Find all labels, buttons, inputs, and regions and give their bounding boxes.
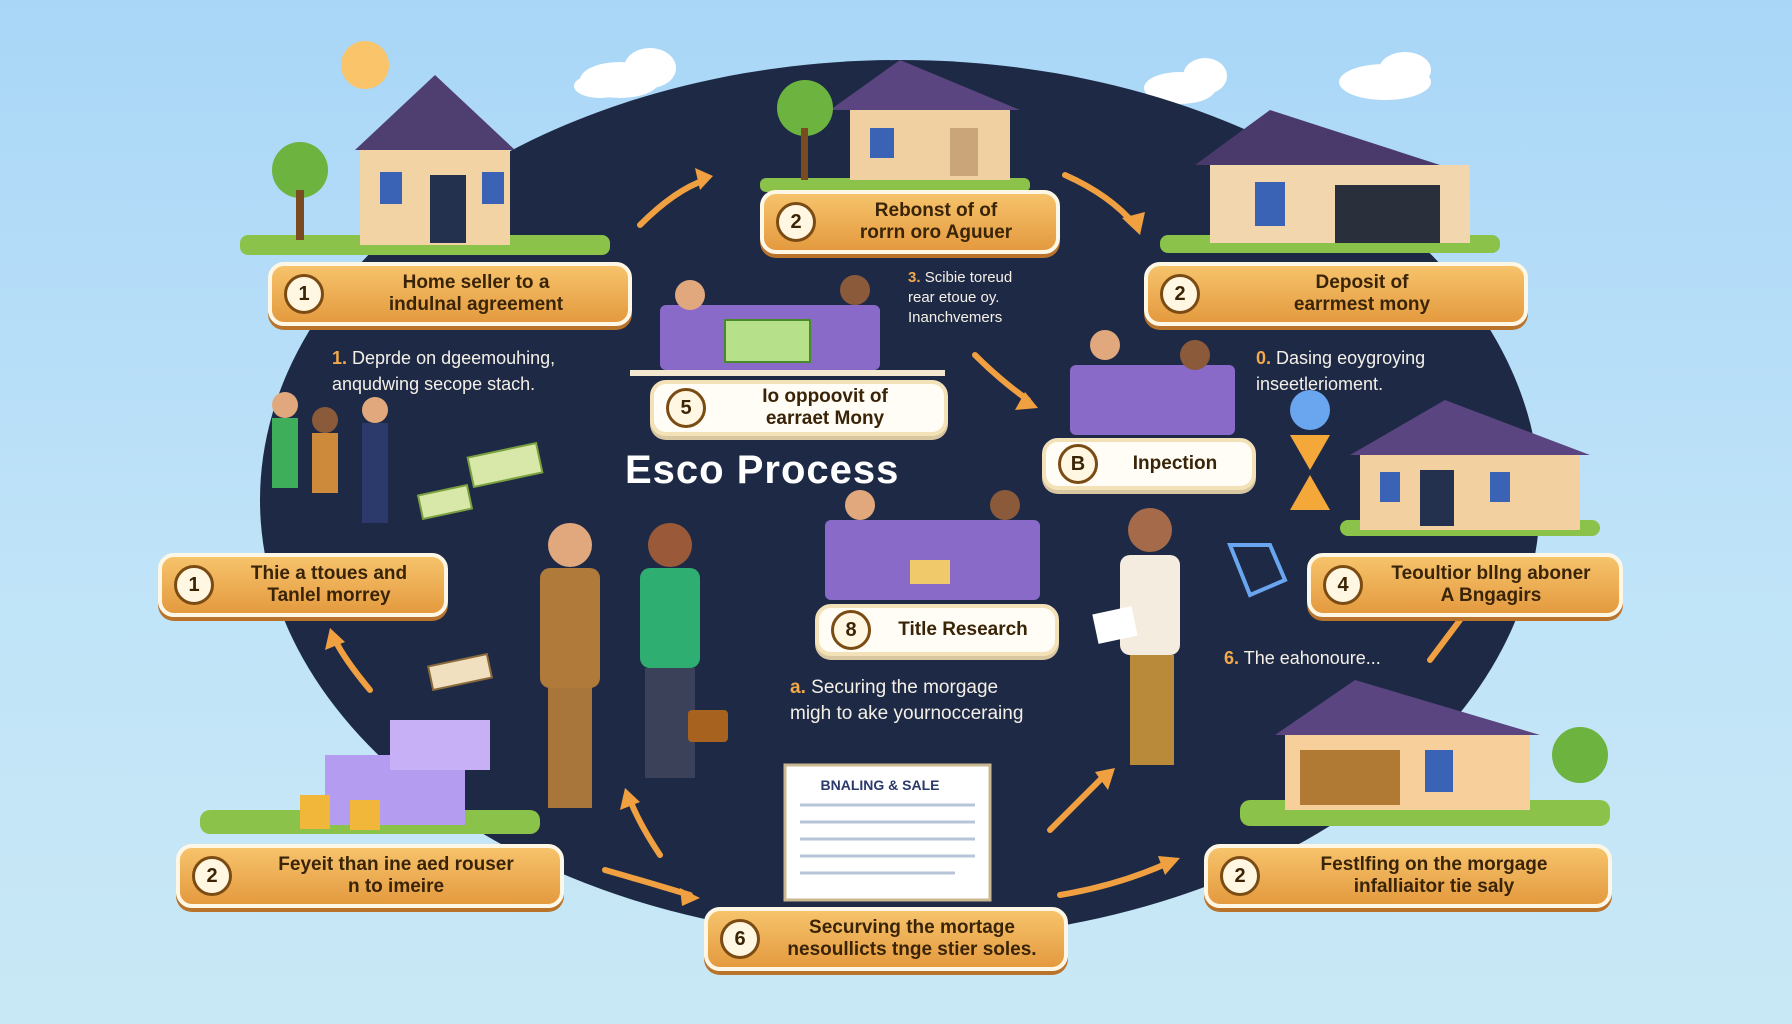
step-label: Securving the mortage — [809, 917, 1015, 938]
note-bullet: 0. — [1256, 348, 1272, 368]
document-title: BNALING & SALE — [820, 777, 940, 793]
package-box-icon — [300, 720, 490, 830]
note-text: Scibie toreud — [924, 269, 1013, 286]
note-bullet: 1. — [332, 348, 348, 368]
note-text: Inanchvemers — [908, 309, 1003, 326]
money-stack-icon — [416, 441, 544, 692]
step-label: Title Research — [898, 619, 1028, 640]
note-schedule: 3. Scibie toreud rear etoue oy. Inanchve… — [908, 268, 1012, 328]
step-number: B — [1058, 444, 1098, 484]
note-dasing: 0. Dasing eoygroying inseetlerioment. — [1256, 345, 1425, 397]
step-number: 2 — [776, 202, 816, 242]
step-label: Io oppoovit of — [762, 386, 888, 407]
step-label: Thie a ttoues and — [250, 563, 408, 584]
note-bullet: a. — [790, 677, 806, 698]
step-label: Festlfing on the morgage — [1320, 854, 1548, 875]
business-meeting-icon — [825, 490, 1040, 600]
step-number: 5 — [666, 388, 706, 428]
step-label: Tanlel morrey — [267, 585, 391, 606]
sun-icon — [341, 41, 389, 89]
step-label: Inpection — [1132, 453, 1218, 474]
hourglass-icon — [1227, 390, 1330, 598]
note-bullet: 6. — [1224, 648, 1240, 668]
house-icon — [272, 75, 515, 245]
note-enhancement: 6. The eahonoure... — [1224, 645, 1381, 671]
note-text: anqudwing secope stach. — [332, 374, 536, 394]
step-number: 2 — [1160, 274, 1200, 314]
woman-with-document-icon — [1092, 508, 1180, 765]
step-label: A Bngagirs — [1440, 585, 1542, 606]
note-depends: 1. Deprde on dgeemouhing, anqudwing seco… — [332, 345, 555, 397]
step-label: nesoullicts tnge stier soles. — [787, 939, 1037, 960]
family-people-icon — [272, 392, 388, 523]
step-number: 2 — [1220, 856, 1260, 896]
step-number: 6 — [720, 919, 760, 959]
step-box-title-research: 8 Title Research — [815, 604, 1059, 656]
note-bullet: 3. — [908, 269, 921, 286]
flow-arrows — [325, 168, 1463, 906]
note-text: Deprde on dgeemouhing, — [352, 348, 556, 368]
step-number: 4 — [1323, 565, 1363, 605]
step-label: Home seller to a — [402, 272, 550, 293]
house-icon — [1350, 400, 1590, 530]
step-label: rorrn oro Aguuer — [859, 222, 1013, 243]
business-meeting-icon — [630, 275, 945, 376]
cloud-icon — [1144, 52, 1431, 104]
step-label: earraet Mony — [765, 408, 885, 429]
cloud-icon — [574, 48, 676, 98]
note-securing: a. Securing the morgage migh to ake your… — [790, 675, 1023, 727]
step-label: earrmest mony — [1293, 294, 1431, 315]
step-number: 1 — [284, 274, 324, 314]
step-label: Teoultior bllng aboner — [1391, 563, 1591, 584]
note-text: The eahonoure... — [1243, 648, 1381, 668]
step-label: Deposit of — [1315, 272, 1409, 293]
step-label: n to imeire — [347, 876, 445, 897]
house-icon — [777, 60, 1020, 180]
step-label: Feyeit than ine aed rouser — [278, 854, 514, 875]
note-text: rear etoue oy. — [908, 289, 1000, 306]
document-icon — [783, 763, 992, 902]
note-text: migh to ake yournocceraing — [790, 703, 1024, 724]
step-number: 8 — [831, 610, 871, 650]
handshake-people-icon — [540, 523, 728, 808]
house-icon — [1195, 110, 1470, 243]
step-number: 2 — [192, 856, 232, 896]
house-icon — [1275, 680, 1608, 810]
business-meeting-icon — [1070, 330, 1235, 435]
step-box-inspection: B Inpection — [1042, 438, 1256, 490]
step-label: Rebonst of of — [874, 200, 998, 221]
note-text: Dasing eoygroying — [1276, 348, 1426, 368]
note-text: inseetlerioment. — [1256, 374, 1384, 394]
note-text: Securing the morgage — [811, 677, 999, 698]
diagram-title: Esco Process — [625, 448, 900, 492]
step-label: indulnal agreement — [388, 294, 564, 315]
step-label: infalliaitor tie saly — [1353, 876, 1515, 897]
step-number: 1 — [174, 565, 214, 605]
